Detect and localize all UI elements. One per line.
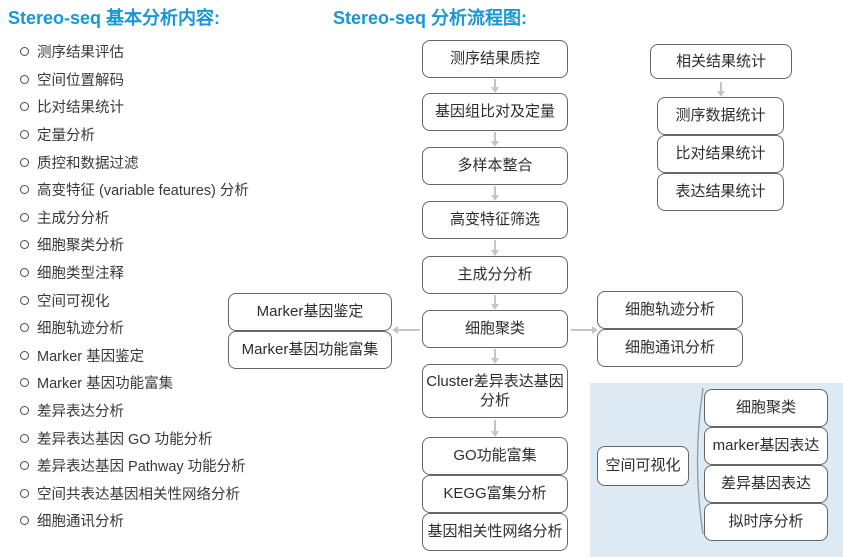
circle-bullet-icon [20, 157, 29, 167]
circle-bullet-icon [20, 295, 29, 305]
list-item: 空间位置解码 [20, 66, 249, 94]
list-item: 定量分析 [20, 121, 249, 149]
arrow-down-icon [491, 79, 499, 93]
list-item-label: Marker 基因功能富集 [37, 376, 174, 393]
list-item: Marker 基因鉴定 [20, 342, 249, 370]
stats-header-box: 相关结果统计 [650, 44, 792, 79]
list-item: 空间共表达基因相关性网络分析 [20, 480, 249, 508]
list-item: 高变特征 (variable features) 分析 [20, 176, 249, 204]
flow-box-sequencing-qc: 测序结果质控 [422, 40, 568, 78]
list-item: 质控和数据过滤 [20, 148, 249, 176]
list-item-label: 高变特征 (variable features) 分析 [37, 183, 249, 200]
arrow-down-icon [491, 132, 499, 147]
list-item-label: 比对结果统计 [37, 100, 124, 117]
basic-analysis-list: 测序结果评估 空间位置解码 比对结果统计 定量分析 质控和数据过滤 高变特征 (… [20, 38, 249, 535]
circle-bullet-icon [20, 461, 29, 471]
list-item: 细胞聚类分析 [20, 231, 249, 259]
arrow-down-icon [491, 349, 499, 364]
list-item: 细胞轨迹分析 [20, 314, 249, 342]
circle-bullet-icon [20, 74, 29, 84]
list-item: 主成分分析 [20, 204, 249, 232]
flow-box-hvg-selection: 高变特征筛选 [422, 201, 568, 239]
stats-box-alignment: 比对结果统计 [657, 135, 784, 173]
list-item: 空间可视化 [20, 286, 249, 314]
circle-bullet-icon [20, 130, 29, 140]
flow-box-multisample: 多样本整合 [422, 147, 568, 185]
circle-bullet-icon [20, 185, 29, 195]
list-item-label: 细胞通讯分析 [37, 514, 124, 531]
flow-box-gene-network: 基因相关性网络分析 [422, 513, 568, 551]
list-item-label: 质控和数据过滤 [37, 155, 139, 172]
flow-box-cluster-deg: Cluster差异表达基因分析 [422, 364, 568, 418]
circle-bullet-icon [20, 516, 29, 526]
list-item-label: 空间可视化 [37, 293, 110, 310]
list-item-label: 差异表达基因 Pathway 功能分析 [37, 459, 246, 476]
list-item-label: 定量分析 [37, 128, 95, 145]
circle-bullet-icon [20, 323, 29, 333]
arrow-left-icon [392, 326, 420, 334]
marker-gene-enrichment-box: Marker基因功能富集 [228, 331, 392, 369]
list-item-label: Marker 基因鉴定 [37, 348, 145, 365]
circle-bullet-icon [20, 47, 29, 57]
panel-box-marker-expression: marker基因表达 [704, 427, 828, 465]
stats-box-sequencing: 测序数据统计 [657, 97, 784, 135]
flow-box-genome-alignment: 基因组比对及定量 [422, 93, 568, 131]
panel-box-pseudotime: 拟时序分析 [704, 503, 828, 541]
list-item: Marker 基因功能富集 [20, 369, 249, 397]
arrow-down-icon [491, 420, 499, 437]
marker-gene-id-box: Marker基因鉴定 [228, 293, 392, 331]
circle-bullet-icon [20, 378, 29, 388]
pipeline-title: Stereo-seq 分析流程图: [333, 8, 528, 28]
list-item-label: 细胞聚类分析 [37, 238, 124, 255]
circle-bullet-icon [20, 102, 29, 112]
list-item-label: 差异表达分析 [37, 404, 124, 421]
list-item-label: 空间位置解码 [37, 72, 124, 89]
flow-box-kegg-enrichment: KEGG富集分析 [422, 475, 568, 513]
flow-box-pca: 主成分分析 [422, 256, 568, 294]
list-item-label: 测序结果评估 [37, 45, 124, 62]
list-item: 差异表达分析 [20, 397, 249, 425]
panel-box-cell-clustering: 细胞聚类 [704, 389, 828, 427]
list-item-label: 空间共表达基因相关性网络分析 [37, 486, 240, 503]
list-item-label: 主成分分析 [37, 210, 110, 227]
flow-box-go-enrichment: GO功能富集 [422, 437, 568, 475]
list-item: 细胞类型注释 [20, 259, 249, 287]
list-item: 差异表达基因 Pathway 功能分析 [20, 452, 249, 480]
arrow-down-icon [491, 186, 499, 201]
list-item: 测序结果评估 [20, 38, 249, 66]
circle-bullet-icon [20, 268, 29, 278]
arrow-right-icon [571, 326, 598, 334]
basic-analysis-title: Stereo-seq 基本分析内容: [8, 8, 221, 28]
cell-communication-box: 细胞通讯分析 [597, 329, 743, 367]
circle-bullet-icon [20, 350, 29, 360]
circle-bullet-icon [20, 212, 29, 222]
circle-bullet-icon [20, 240, 29, 250]
circle-bullet-icon [20, 488, 29, 498]
panel-box-deg-expression: 差异基因表达 [704, 465, 828, 503]
arrow-down-icon [717, 82, 725, 97]
circle-bullet-icon [20, 406, 29, 416]
flow-box-cell-clustering: 细胞聚类 [422, 310, 568, 348]
arrow-down-icon [491, 240, 499, 256]
brace-icon [696, 387, 704, 535]
list-item-label: 差异表达基因 GO 功能分析 [37, 431, 213, 448]
list-item-label: 细胞类型注释 [37, 266, 124, 283]
cell-trajectory-box: 细胞轨迹分析 [597, 291, 743, 329]
list-item: 差异表达基因 GO 功能分析 [20, 424, 249, 452]
spatial-visualization-box: 空间可视化 [597, 446, 689, 486]
arrow-down-icon [491, 295, 499, 310]
list-item: 细胞通讯分析 [20, 507, 249, 535]
stats-box-expression: 表达结果统计 [657, 173, 784, 211]
list-item: 比对结果统计 [20, 93, 249, 121]
list-item-label: 细胞轨迹分析 [37, 321, 124, 338]
circle-bullet-icon [20, 433, 29, 443]
